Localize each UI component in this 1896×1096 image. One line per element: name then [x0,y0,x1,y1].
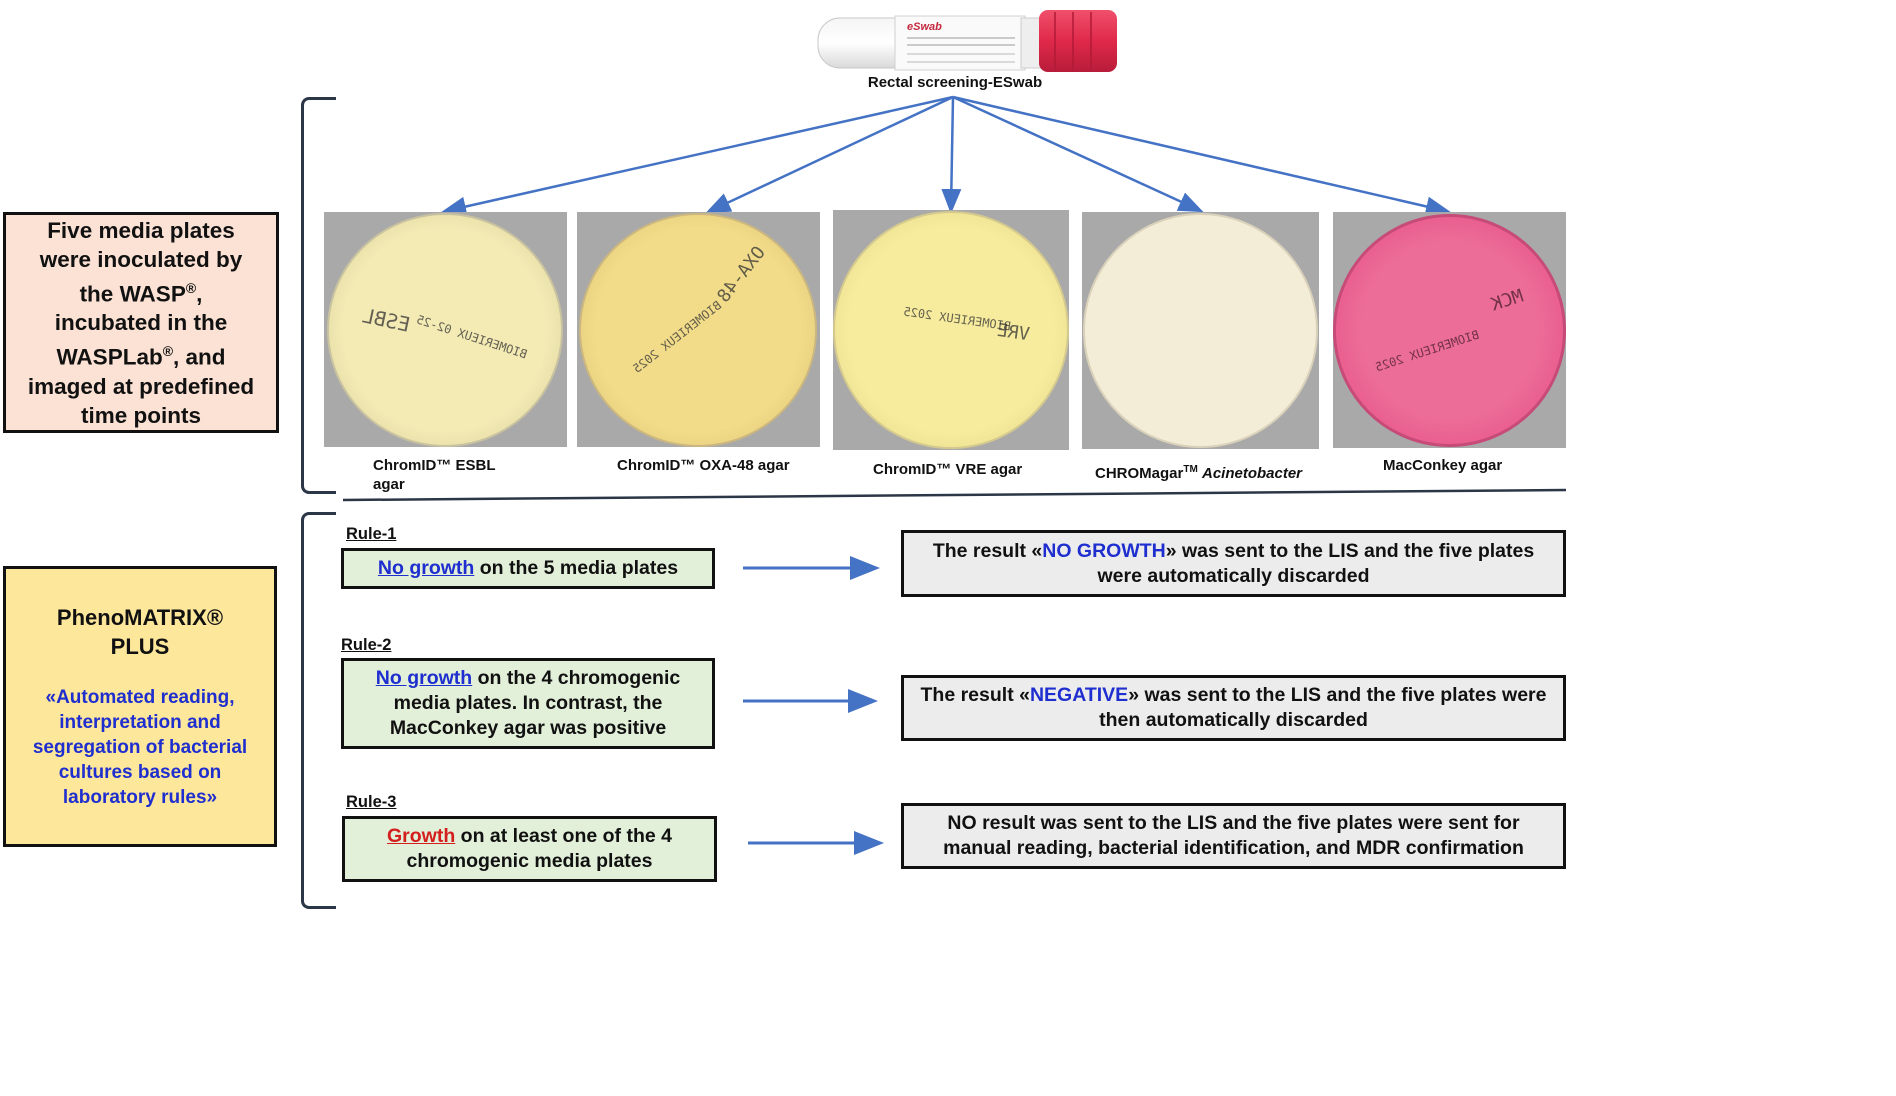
arrow-to-vre-plate [941,96,962,214]
rule-2-result-box: The result «NEGATIVE» was sent to the LI… [901,675,1566,741]
rule-2-result-text: The result «NEGATIVE» was sent to the LI… [916,683,1551,733]
rule-2-condition-box: No growth on the 4 chromogenic media pla… [341,658,715,749]
phenomatrix-title-line-1: PhenoMATRIX® [56,605,224,630]
macconkey-plate [1333,214,1566,447]
rule-3-condition-box: Growth on at least one of the 4 chromoge… [342,816,717,882]
rule-3-condition-text: Growth on at least one of the 4 chromoge… [355,824,704,874]
swab-label: Rectal screening-ESwab [867,74,1043,91]
rule-1-condition-rest: on the 5 media plates [474,557,679,579]
rule-3-result-box: NO result was sent to the LIS and the fi… [901,803,1566,869]
rule-1-condition-text: No growth on the 5 media plates [378,556,678,581]
rule-2-keyword: No growth [375,667,473,689]
inoculation-line-5: WASPLab [56,344,163,370]
eswab-brand-text: eSwab [907,21,942,33]
rule-2-label: Rule-2 [341,636,392,654]
inoculation-line-6: imaged at predefined [27,373,255,399]
trademark-mark: TM [1183,464,1198,475]
rule-1-keyword: No growth [377,557,475,579]
registered-mark: ® [162,343,174,359]
rule-3-condition-rest: on at least one of the 4 chromogenic med… [406,825,672,872]
arrow-to-acinetobacter-plate [952,95,1204,213]
rule-2-result-post: » was sent to the LIS and the five plate… [1099,684,1547,731]
rule-3-label: Rule-3 [346,793,397,811]
acinetobacter-plate [1083,213,1318,448]
rule-1-result-keyword: NO GROWTH [1042,539,1166,562]
phenomatrix-title-line-2: PLUS [110,634,170,659]
inoculation-line-3-end: , [196,281,203,306]
esbl-plate-label-line-1: ChromID™ ESBL [373,457,496,474]
rule-1-result-text: The result «NO GROWTH» was sent to the L… [916,539,1551,589]
plate-frame-vre: VRE BIOMERIEUX 2025 [833,210,1069,450]
rule-1-label: Rule-1 [346,525,397,543]
oxa-48-plate [579,213,817,447]
acinetobacter-plate-label: CHROMagarTM Acinetobacter [1095,460,1302,483]
plate-frame-acinetobacter [1082,212,1319,449]
plate-frame-oxa: OXA-48 BIOMERIEUX 2025 [577,212,820,447]
vre-plate [833,211,1069,449]
arrow-to-oxa-plate [705,95,954,214]
rule-3-result-text: NO result was sent to the LIS and the fi… [943,812,1524,859]
rule-2-result-pre: The result « [920,684,1030,706]
arrow-to-macconkey-plate [952,95,1451,217]
section-separator-line [342,488,1567,502]
registered-mark: ® [185,279,197,296]
macconkey-plate-label: MacConkey agar [1383,457,1503,474]
acinetobacter-label-brand: CHROMagar [1095,465,1184,482]
inoculation-line-1: Five media plates [47,217,235,243]
rule-2-condition-text: No growth on the 4 chromogenic media pla… [354,666,702,741]
connector-overlay [342,95,1567,855]
rule-1-result-box: The result «NO GROWTH» was sent to the L… [901,530,1566,597]
inoculation-description-text: Five media plates were inoculated by the… [28,216,254,430]
inoculation-line-2: were inoculated by [39,246,243,272]
oxa-48-plate-label: ChromID™ OXA-48 agar [617,457,790,474]
esbl-plate-label-line-2: agar [373,476,405,493]
rule-1-result-post: » was sent to the LIS and the five plate… [1097,539,1535,587]
rule-2-result-keyword: NEGATIVE [1029,684,1129,706]
inoculation-line-4: incubated in the [54,310,228,335]
rule-1-result-pre: The result « [932,539,1043,562]
eswab-tube-icon: eSwab [817,10,1117,72]
bottom-bracket [301,512,336,909]
plate-frame-macconkey: MCK BIOMERIEUX 2025 [1333,212,1566,448]
rule-1-condition-box: No growth on the 5 media plates [341,548,715,589]
plate-frame-esbl: ESBL BIOMERIEUX 02-25 [324,212,567,447]
phenomatrix-box: PhenoMATRIX® PLUS «Automated reading, in… [3,566,277,847]
inoculation-line-5-end: , and [173,344,226,370]
arrow-to-esbl-plate [441,95,954,217]
acinetobacter-label-italic: Acinetobacter [1201,465,1303,482]
esbl-plate-label: ChromID™ ESBL agar [373,456,496,494]
rule-2-condition-rest: on the 4 chromogenic media plates. In co… [389,667,681,739]
rule-3-keyword: Growth [387,825,456,847]
phenomatrix-subtitle: «Automated reading, interpretation and s… [32,687,248,808]
inoculation-description-box: Five media plates were inoculated by the… [3,212,279,433]
inoculation-line-3: the WASP [79,281,186,306]
esbl-plate [327,213,563,447]
phenomatrix-title: PhenoMATRIX® PLUS [6,603,274,661]
vre-plate-label: ChromID™ VRE agar [873,461,1023,478]
top-bracket [301,97,336,494]
inoculation-line-7: time points [80,402,201,428]
